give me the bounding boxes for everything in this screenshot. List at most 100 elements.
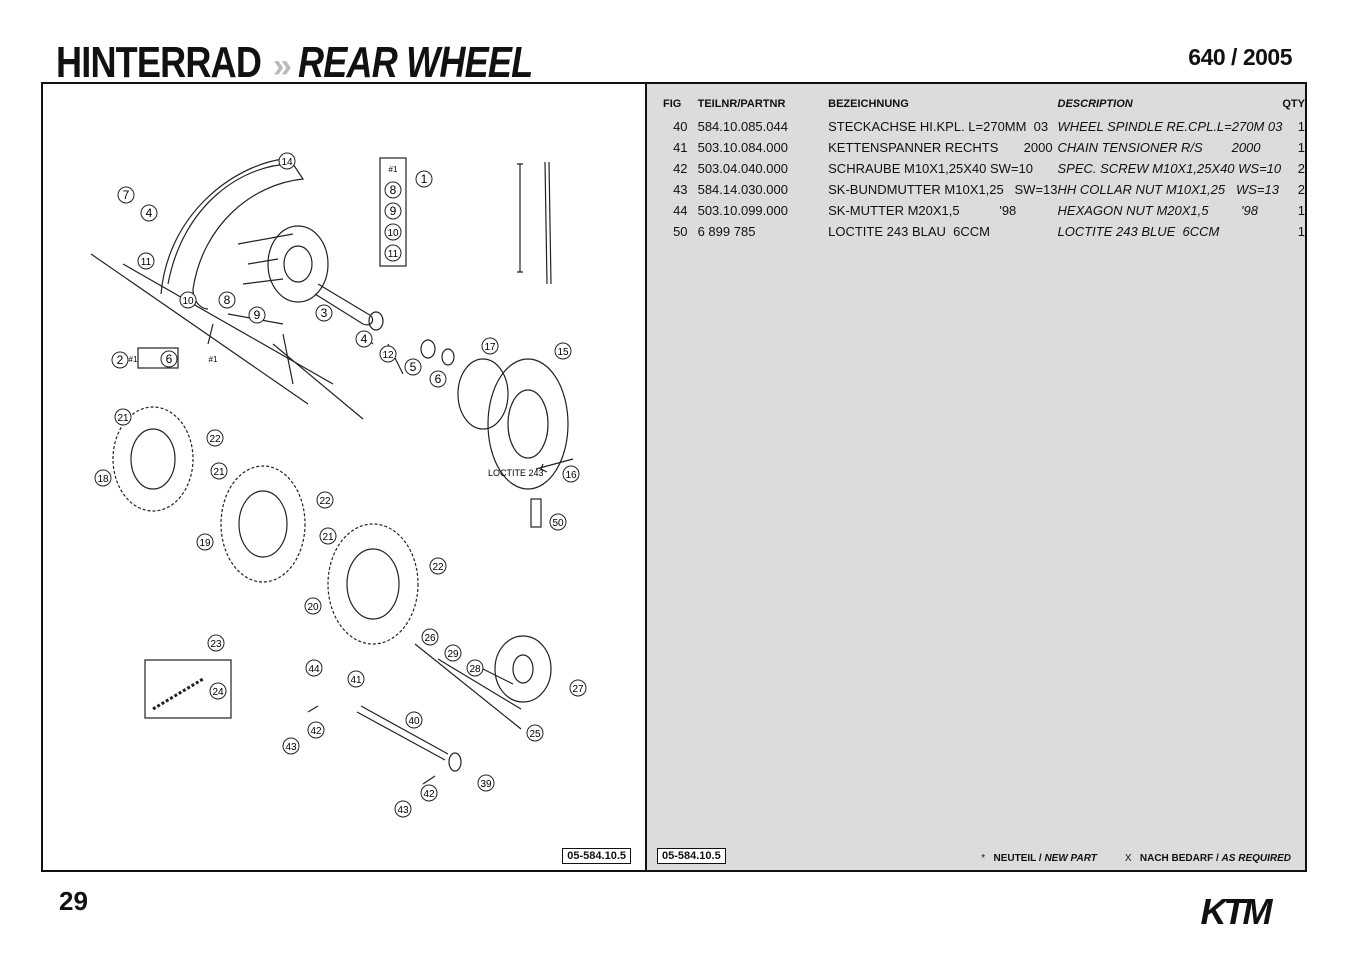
callout-circle bbox=[94, 469, 112, 487]
callout-number: 21 bbox=[213, 467, 225, 478]
callout-circle bbox=[207, 634, 225, 652]
callout-number: 8 bbox=[224, 293, 231, 307]
callout-circle bbox=[315, 304, 333, 322]
callout-circle bbox=[196, 533, 214, 551]
callout-number: 7 bbox=[123, 188, 130, 202]
callout-number: 42 bbox=[310, 726, 322, 737]
callout-number: 20 bbox=[307, 602, 319, 613]
callout-circle bbox=[160, 350, 178, 368]
callout-number: 1 bbox=[421, 172, 428, 186]
callout-circle bbox=[429, 557, 447, 575]
header-qty: QTY bbox=[1282, 98, 1305, 110]
callout-circle bbox=[379, 345, 397, 363]
callout-number: 23 bbox=[210, 639, 222, 650]
cell-bezeichnung: SCHRAUBE M10X1,25X40 SW=10 bbox=[828, 161, 1033, 176]
brand-logo-text: KTM bbox=[1201, 891, 1274, 932]
cell-description: HEXAGON NUT M20X1,5 '98 bbox=[1057, 203, 1258, 218]
cell-partnr: 584.14.030.000 bbox=[697, 182, 788, 197]
cell-qty: 1 bbox=[1297, 203, 1305, 218]
loctite-label: LOCTITE 243 bbox=[488, 468, 544, 478]
cell-bezeichnung: KETTENSPANNER RECHTS 2000 bbox=[828, 140, 1053, 155]
callout-circle bbox=[466, 659, 484, 677]
callout-circle bbox=[209, 682, 227, 700]
callout-number: 22 bbox=[209, 434, 221, 445]
table-header-row: FIG TEILNR/PARTNR BEZEICHNUNG DESCRIPTIO… bbox=[663, 96, 1305, 116]
callout-circle bbox=[405, 711, 423, 729]
callout-circle bbox=[477, 774, 495, 792]
header-partnr: TEILNR/PARTNR bbox=[697, 98, 786, 110]
cell-description: LOCTITE 243 BLUE 6CCM bbox=[1057, 224, 1220, 239]
title-german: HINTERRAD bbox=[56, 38, 262, 87]
callout-number: 17 bbox=[484, 342, 496, 353]
callout-number: 10 bbox=[182, 296, 194, 307]
callout-number: 18 bbox=[97, 474, 109, 485]
callout-circle bbox=[394, 800, 412, 818]
ktm-logo: KTM bbox=[1201, 891, 1277, 932]
callout-number: 15 bbox=[557, 347, 569, 358]
callout-circle bbox=[384, 181, 402, 199]
callout-number: 44 bbox=[308, 664, 320, 675]
callout-circle bbox=[316, 491, 334, 509]
page-title: HINTERRAD » REAR WHEEL bbox=[56, 38, 584, 90]
callout-circle bbox=[355, 330, 373, 348]
callout-number: 40 bbox=[408, 716, 420, 727]
figure-code: 05-584.10.5 bbox=[562, 848, 631, 864]
cell-description: CHAIN TENSIONER R/S 2000 bbox=[1057, 140, 1261, 155]
kit-marker: #1 bbox=[389, 165, 398, 174]
callout-number: 5 bbox=[410, 360, 417, 374]
cell-qty: 1 bbox=[1297, 140, 1305, 155]
callout-circle bbox=[117, 186, 135, 204]
callout-number: 21 bbox=[117, 413, 129, 424]
callout-circle bbox=[111, 351, 129, 369]
callout-number: 9 bbox=[390, 204, 397, 218]
callout-circle bbox=[305, 659, 323, 677]
parts-list-panel: FIG TEILNR/PARTNR BEZEICHNUNG DESCRIPTIO… bbox=[647, 84, 1305, 870]
cell-fig: 40 bbox=[673, 119, 688, 134]
legend: * NEUTEIL / NEW PART X NACH BEDARF / AS … bbox=[981, 853, 1291, 864]
kit-marker: #1 bbox=[129, 355, 138, 364]
legend-new-part: * NEUTEIL / NEW PART bbox=[981, 853, 1097, 864]
callout-circle bbox=[384, 223, 402, 241]
callout-circle bbox=[218, 291, 236, 309]
callout-number: 4 bbox=[146, 206, 153, 220]
cell-partnr: 503.04.040.000 bbox=[697, 161, 788, 176]
callout-circle bbox=[248, 306, 266, 324]
cell-description: HH COLLAR NUT M10X1,25 WS=13 bbox=[1057, 182, 1279, 197]
callout-circle bbox=[282, 737, 300, 755]
cell-fig: 44 bbox=[673, 203, 688, 218]
callout-number: 43 bbox=[397, 805, 409, 816]
cell-bezeichnung: STECKACHSE HI.KPL. L=270MM 03 bbox=[828, 119, 1049, 134]
callout-number: 4 bbox=[361, 332, 368, 346]
callout-number: 11 bbox=[388, 249, 399, 260]
callout-number: 10 bbox=[387, 228, 399, 239]
callout-number: 43 bbox=[285, 742, 297, 753]
legend-as-required: X NACH BEDARF / AS REQUIRED bbox=[1124, 853, 1291, 864]
table-figure-code: 05-584.10.5 bbox=[657, 848, 726, 864]
callout-number: 25 bbox=[529, 729, 541, 740]
callout-circle bbox=[404, 358, 422, 376]
parts-table-body: 40 584.10.085.044 STECKACHSE HI.KPL. L=270… bbox=[663, 116, 1305, 242]
cell-partnr: 503.10.099.000 bbox=[697, 203, 788, 218]
cell-fig: 43 bbox=[673, 182, 688, 197]
callout-circle bbox=[347, 670, 365, 688]
callout-circle bbox=[554, 342, 572, 360]
cell-partnr: 584.10.085.044 bbox=[697, 119, 788, 134]
callout-circle bbox=[278, 152, 296, 170]
callout-number: 9 bbox=[254, 308, 261, 322]
header-description: DESCRIPTION bbox=[1057, 98, 1133, 110]
callout-number: 21 bbox=[322, 532, 334, 543]
callout-number: 22 bbox=[319, 496, 331, 507]
cell-fig: 41 bbox=[673, 140, 688, 155]
callout-number: 8 bbox=[390, 183, 397, 197]
callout-number: 2 bbox=[117, 353, 124, 367]
header-fig: FIG bbox=[663, 98, 682, 110]
cell-description: SPEC. SCREW M10X1,25X40 WS=10 bbox=[1057, 161, 1282, 176]
callout-circle bbox=[140, 204, 158, 222]
callout-circle bbox=[384, 244, 402, 262]
